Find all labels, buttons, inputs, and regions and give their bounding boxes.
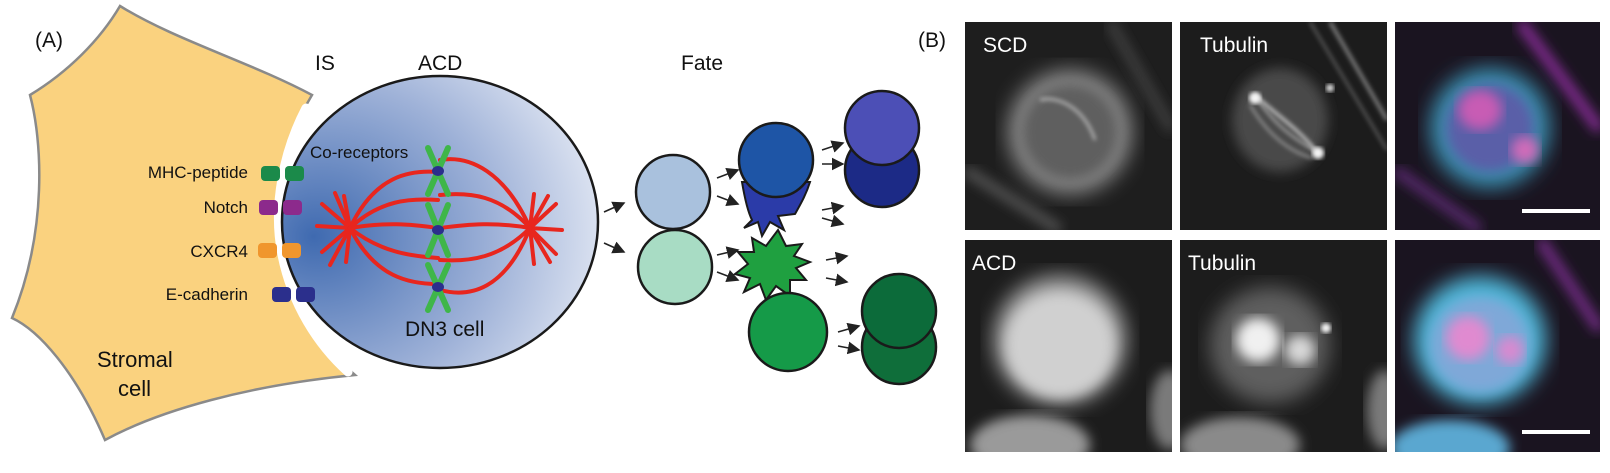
dn3-cell-label: DN3 cell — [405, 318, 484, 341]
receptor-notch-pair — [259, 200, 302, 215]
arrows-daughters-to-fate — [716, 168, 740, 282]
arrows-to-daughters — [603, 201, 626, 254]
blue-fate-large-cell — [737, 121, 815, 199]
receptor-label-notch: Notch — [204, 198, 248, 217]
stromal-label-line2: cell — [118, 376, 151, 401]
micrograph-scd — [965, 22, 1172, 230]
receptor-label-mhc: MHC-peptide — [148, 163, 248, 182]
micrograph-acd — [965, 240, 1172, 452]
micrograph-merge-acd — [1395, 240, 1600, 452]
receptor-label-cxcr4: CXCR4 — [190, 242, 248, 261]
blue-progeny-top — [843, 89, 921, 167]
receptor-cxcr4-pair — [258, 243, 301, 258]
header-is: IS — [315, 52, 335, 75]
micrograph-merge-scd — [1395, 22, 1600, 230]
scale-bar-bottom — [1522, 430, 1590, 434]
green-progeny-top — [860, 272, 938, 350]
label-tubulin-bottom: Tubulin — [1188, 252, 1256, 275]
panel-b-label: (B) — [918, 29, 946, 52]
scale-bar-top — [1522, 209, 1590, 213]
daughter-cell-blue — [634, 153, 712, 231]
green-dividing-fragment — [732, 228, 813, 303]
micrograph-tubulin-acd — [1180, 240, 1387, 452]
receptor-ecadherin-pair — [272, 287, 315, 302]
header-acd: ACD — [418, 52, 462, 75]
blue-dividing-fragment — [740, 181, 812, 239]
label-tubulin-top: Tubulin — [1200, 34, 1268, 57]
centromeres — [432, 166, 444, 292]
label-scd: SCD — [983, 34, 1027, 57]
green-fate-large-cell — [747, 291, 829, 373]
synapse-gap — [273, 103, 353, 377]
left-aster — [315, 191, 352, 267]
label-acd: ACD — [972, 252, 1016, 275]
header-fate: Fate — [681, 52, 723, 75]
micrograph-tubulin-scd — [1180, 22, 1387, 230]
stromal-label-line1: Stromal — [97, 347, 173, 372]
daughter-cell-green — [636, 228, 714, 306]
panel-a-label: (A) — [35, 29, 63, 52]
receptor-mhc-pair — [261, 166, 304, 181]
receptor-label-ecadherin: E-cadherin — [166, 285, 248, 304]
right-aster — [528, 192, 564, 266]
arrows-to-progeny — [821, 140, 861, 355]
co-receptors-label: Co-receptors — [310, 143, 408, 162]
